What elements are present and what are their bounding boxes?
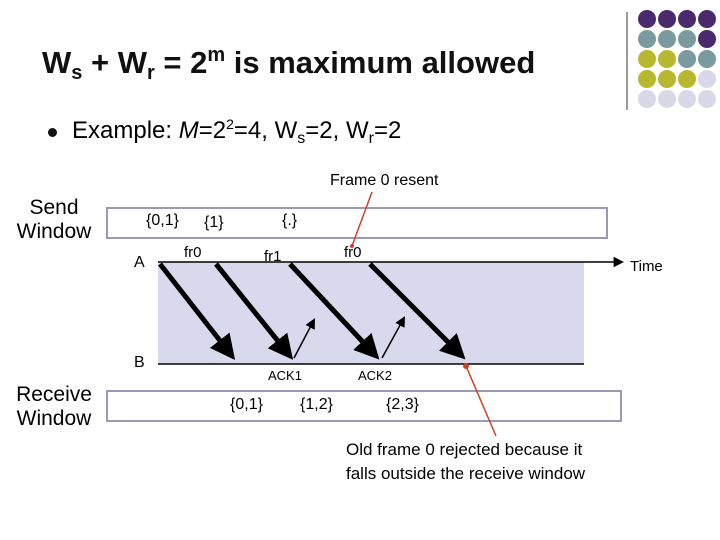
decorative-dot [658, 50, 676, 68]
decorative-dot [658, 30, 676, 48]
frame-arrow-3 [288, 262, 380, 360]
ack-label-2: ACK2 [358, 368, 392, 383]
decorative-dot [658, 90, 676, 108]
rejected-pointer-dot [463, 363, 469, 369]
decorative-dot [698, 30, 716, 48]
decorative-dot [638, 10, 656, 28]
frame-resent-label: Frame 0 resent [330, 172, 439, 189]
receive-window-label: Receive Window [16, 383, 92, 430]
frame-arrow-2 [214, 262, 294, 360]
frame-arrow-1 [158, 262, 236, 360]
decorative-dot [638, 50, 656, 68]
send-set-1: {0,1} [146, 212, 179, 229]
decorative-dot [658, 70, 676, 88]
frame-resent-pointer [351, 191, 373, 247]
example-bullet: Example: M=22=4, Ws=2, Wr=2 [72, 116, 402, 147]
decorative-dot [638, 30, 656, 48]
rejected-note-line-1: Old frame 0 rejected because it [346, 440, 583, 459]
decorative-dot [698, 10, 716, 28]
send-set-2: {1} [204, 214, 224, 231]
frame-arrow-4 [368, 262, 466, 360]
decorative-dot [698, 70, 716, 88]
ack-arrow-1 [293, 318, 315, 359]
decorative-dot [698, 50, 716, 68]
send-set-3: {.} [282, 212, 298, 229]
receive-set-1: {0,1} [230, 396, 263, 413]
decorative-dot [678, 90, 696, 108]
rejected-pointer [465, 365, 497, 437]
frame-label-2: fr1 [264, 248, 282, 265]
receive-set-3: {2,3} [386, 396, 419, 413]
rejected-note: Old frame 0 rejected because it falls ou… [346, 438, 585, 486]
decorative-dot [678, 30, 696, 48]
decorative-dot [678, 10, 696, 28]
ack-arrow-2 [381, 316, 406, 359]
decorative-dot [638, 90, 656, 108]
time-label: Time [630, 258, 663, 275]
decorative-dot [658, 10, 676, 28]
frame-label-3: fr0 [344, 244, 362, 261]
decorative-dot [678, 70, 696, 88]
receive-set-2: {1,2} [300, 396, 333, 413]
decorative-dot [638, 70, 656, 88]
send-window-label: Send Window [16, 196, 92, 243]
corner-divider-line [626, 12, 628, 110]
bullet-dot [48, 128, 57, 137]
decorative-dot [698, 90, 716, 108]
node-b-label: B [134, 354, 145, 371]
rejected-note-line-2: falls outside the receive window [346, 464, 586, 483]
decorative-dot [678, 50, 696, 68]
node-a-label: A [134, 254, 145, 271]
send-window-box [106, 207, 608, 239]
receive-window-box [106, 390, 622, 422]
ack-label-1: ACK1 [268, 368, 302, 383]
frame-resent-pointer-dot [350, 244, 354, 248]
frame-label-1: fr0 [184, 244, 202, 261]
slide-title: Ws + Wr = 2m is maximum allowed [42, 44, 536, 84]
